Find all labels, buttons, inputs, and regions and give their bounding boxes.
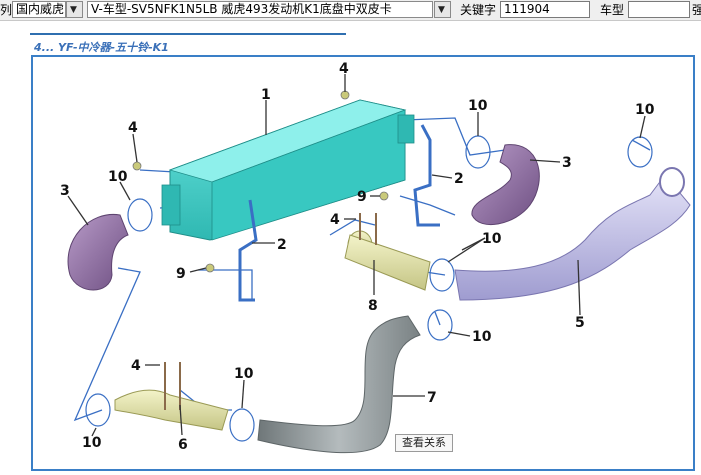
callout-7: 7 (427, 390, 437, 406)
callout-3a: 3 (60, 183, 70, 199)
right-purple-elbow-hose[interactable] (471, 144, 540, 225)
callout-4b: 4 (339, 61, 349, 77)
callout-6: 6 (178, 437, 188, 453)
keyword-label: 关键字 (460, 3, 497, 17)
callout-10f: 10 (234, 366, 254, 382)
callout-4c: 4 (330, 212, 340, 228)
callout-9a: 9 (176, 266, 186, 282)
model-dropdown-button[interactable]: ▼ (434, 1, 451, 18)
lavender-intake-pipe[interactable] (454, 174, 691, 301)
chevron-down-icon: ▼ (438, 5, 445, 15)
hose-clamp[interactable] (85, 135, 653, 442)
callout-2a: 2 (277, 237, 287, 253)
callout-4a: 4 (128, 120, 138, 136)
title-underline (30, 33, 346, 35)
series-dropdown-button[interactable]: ▼ (66, 1, 83, 18)
callout-8: 8 (368, 298, 378, 314)
left-purple-elbow-hose[interactable] (67, 213, 129, 291)
series-prefix-label: 列 (0, 3, 12, 17)
series-select[interactable]: 国内威虎 (12, 1, 66, 18)
bolt[interactable] (132, 90, 377, 410)
chevron-down-icon: ▼ (70, 5, 77, 15)
callout-2b: 2 (454, 171, 464, 187)
intercooler-core[interactable] (161, 99, 415, 241)
truncated-label: 强 (692, 3, 701, 17)
vehicle-type-input[interactable] (628, 1, 690, 18)
view-relationship-button[interactable]: 查看关系 (395, 434, 453, 452)
model-select[interactable]: V-车型-SV5NFK1N5LB 威虎493发动机K1底盘中双皮卡 (87, 1, 433, 18)
search-toolbar: 列 国内威虎 ▼ V-车型-SV5NFK1N5LB 威虎493发动机K1底盘中双… (0, 0, 701, 21)
nut[interactable] (205, 191, 389, 273)
diagram-title: 4... YF-中冷器-五十铃-K1 (34, 41, 169, 54)
callout-9b: 9 (357, 189, 367, 205)
yellow-rubber-sleeve-lower[interactable] (114, 389, 229, 431)
callout-10d: 10 (482, 231, 502, 247)
keyword-input[interactable]: 111904 (500, 1, 590, 18)
yellow-rubber-sleeve-upper[interactable] (344, 230, 431, 291)
callout-leader-lines (67, 74, 646, 437)
callout-10g: 10 (82, 435, 102, 451)
callout-10e: 10 (472, 329, 492, 345)
callout-10b: 10 (468, 98, 488, 114)
callout-10a: 10 (108, 169, 128, 185)
callout-5: 5 (575, 315, 585, 331)
callout-4d: 4 (131, 358, 141, 374)
mounting-bracket[interactable] (238, 124, 440, 302)
callout-1: 1 (261, 87, 271, 103)
callout-10c: 10 (635, 102, 655, 118)
vehicle-type-label: 车型 (600, 3, 625, 17)
gray-outlet-pipe[interactable] (257, 315, 421, 454)
callout-3b: 3 (562, 155, 572, 171)
